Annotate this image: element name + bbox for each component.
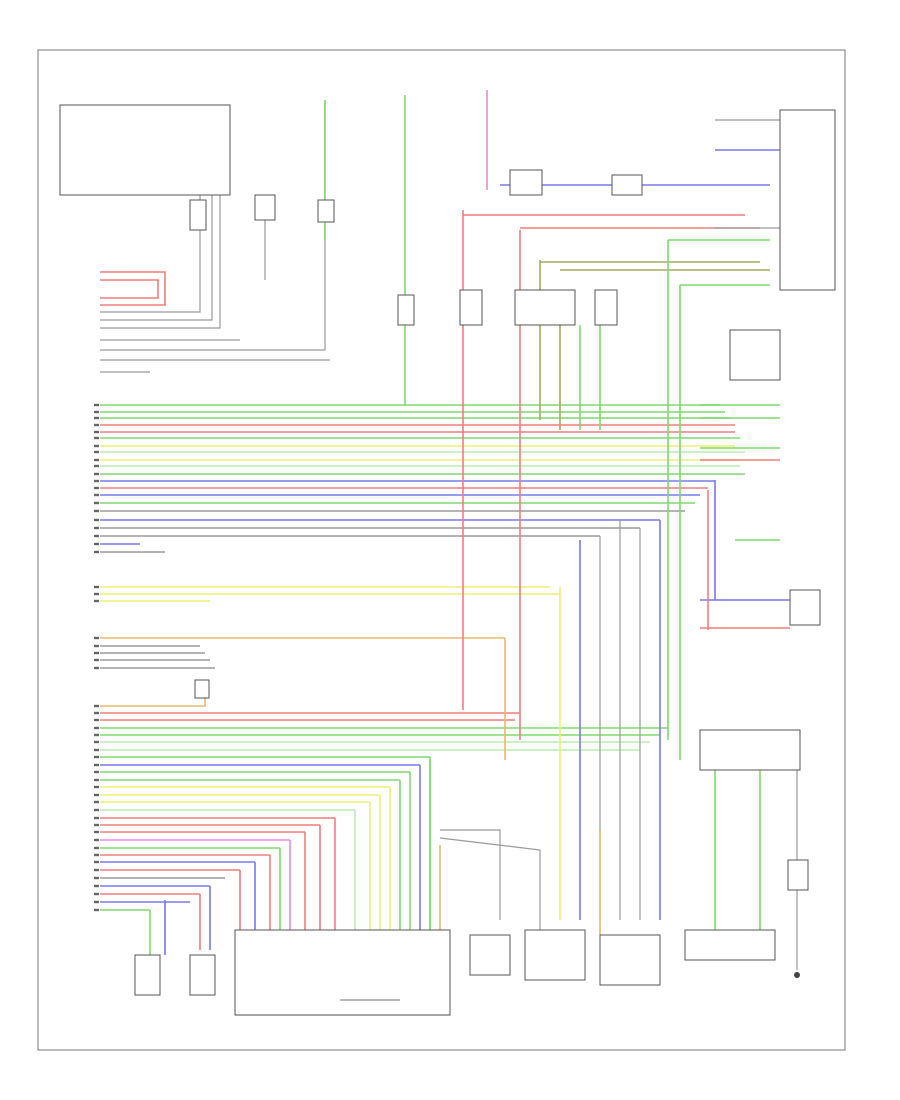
pin-mark-5 (94, 430, 99, 434)
component-23 (194, 679, 210, 699)
pin-mark-1 (94, 403, 99, 407)
component-9 (509, 169, 543, 196)
component-15 (787, 859, 809, 891)
component-layer (59, 104, 836, 1016)
component-7 (514, 289, 576, 326)
pin-mark-17 (94, 518, 99, 522)
wire-layer (85, 90, 798, 970)
pin-mark-8 (94, 450, 99, 454)
pin-mark-56 (94, 900, 99, 904)
component-1 (59, 104, 231, 196)
pin-mark-23 (94, 592, 99, 596)
pin-mark-28 (94, 658, 99, 662)
pin-mark-12 (94, 479, 99, 483)
pin-mark-22 (94, 585, 99, 589)
pin-mark-45 (94, 816, 99, 820)
component-19 (234, 929, 451, 1016)
pin-mark-36 (94, 748, 99, 752)
pin-mark-37 (94, 755, 99, 759)
component-16 (684, 929, 776, 961)
pin-mark-24 (94, 599, 99, 603)
pin-mark-7 (94, 444, 99, 448)
pin-mark-14 (94, 493, 99, 497)
pin-mark-2 (94, 410, 99, 414)
pin-mark-38 (94, 763, 99, 767)
pin-mark-21 (94, 550, 99, 554)
component-11 (779, 109, 836, 291)
pin-mark-26 (94, 644, 99, 648)
component-2 (254, 194, 276, 221)
pin-mark-40 (94, 778, 99, 782)
component-18 (189, 954, 216, 996)
wire-86 (100, 279, 159, 299)
pin-mark-6 (94, 436, 99, 440)
pin-mark-3 (94, 416, 99, 420)
pin-mark-43 (94, 800, 99, 804)
pin-mark-4 (94, 423, 99, 427)
pin-mark-49 (94, 846, 99, 850)
pin-mark-19 (94, 534, 99, 538)
pin-mark-42 (94, 793, 99, 797)
pin-mark-20 (94, 542, 99, 546)
component-4 (317, 199, 335, 223)
component-22 (599, 934, 661, 986)
pin-mark-52 (94, 868, 99, 872)
component-17 (134, 954, 161, 996)
wire-144 (170, 698, 206, 707)
pin-mark-13 (94, 486, 99, 490)
pin-label-layer (94, 403, 99, 912)
pin-mark-46 (94, 823, 99, 827)
pin-mark-48 (94, 838, 99, 842)
component-6 (459, 289, 483, 326)
wire-87 (100, 140, 201, 313)
diagram-frame (37, 49, 846, 1051)
pin-mark-16 (94, 509, 99, 513)
pin-mark-18 (94, 526, 99, 530)
pin-mark-41 (94, 785, 99, 789)
pin-mark-39 (94, 770, 99, 774)
component-8 (594, 289, 618, 326)
pin-mark-47 (94, 830, 99, 834)
pin-mark-31 (94, 711, 99, 715)
pin-mark-32 (94, 718, 99, 722)
pin-mark-55 (94, 892, 99, 896)
pin-mark-10 (94, 464, 99, 468)
component-5 (397, 294, 415, 326)
pin-mark-50 (94, 853, 99, 857)
wire-140 (439, 837, 541, 930)
pin-mark-11 (94, 472, 99, 476)
pin-mark-35 (94, 740, 99, 744)
component-12 (729, 329, 781, 381)
pin-mark-27 (94, 651, 99, 655)
component-21 (524, 929, 586, 981)
component-14 (699, 729, 801, 771)
pin-mark-34 (94, 733, 99, 737)
ground-right (794, 972, 800, 978)
pin-mark-15 (94, 501, 99, 505)
component-20 (469, 934, 511, 976)
pin-mark-51 (94, 860, 99, 864)
pin-mark-57 (94, 908, 99, 912)
wire-139 (440, 829, 501, 920)
component-10 (611, 174, 643, 196)
pin-mark-53 (94, 876, 99, 880)
pin-mark-25 (94, 636, 99, 640)
pin-mark-9 (94, 458, 99, 462)
component-13 (789, 589, 821, 626)
pin-mark-33 (94, 726, 99, 730)
pin-mark-54 (94, 884, 99, 888)
wire-85 (100, 271, 166, 306)
component-3 (189, 199, 207, 231)
pin-mark-44 (94, 808, 99, 812)
pin-mark-30 (94, 704, 99, 708)
pin-mark-29 (94, 666, 99, 670)
